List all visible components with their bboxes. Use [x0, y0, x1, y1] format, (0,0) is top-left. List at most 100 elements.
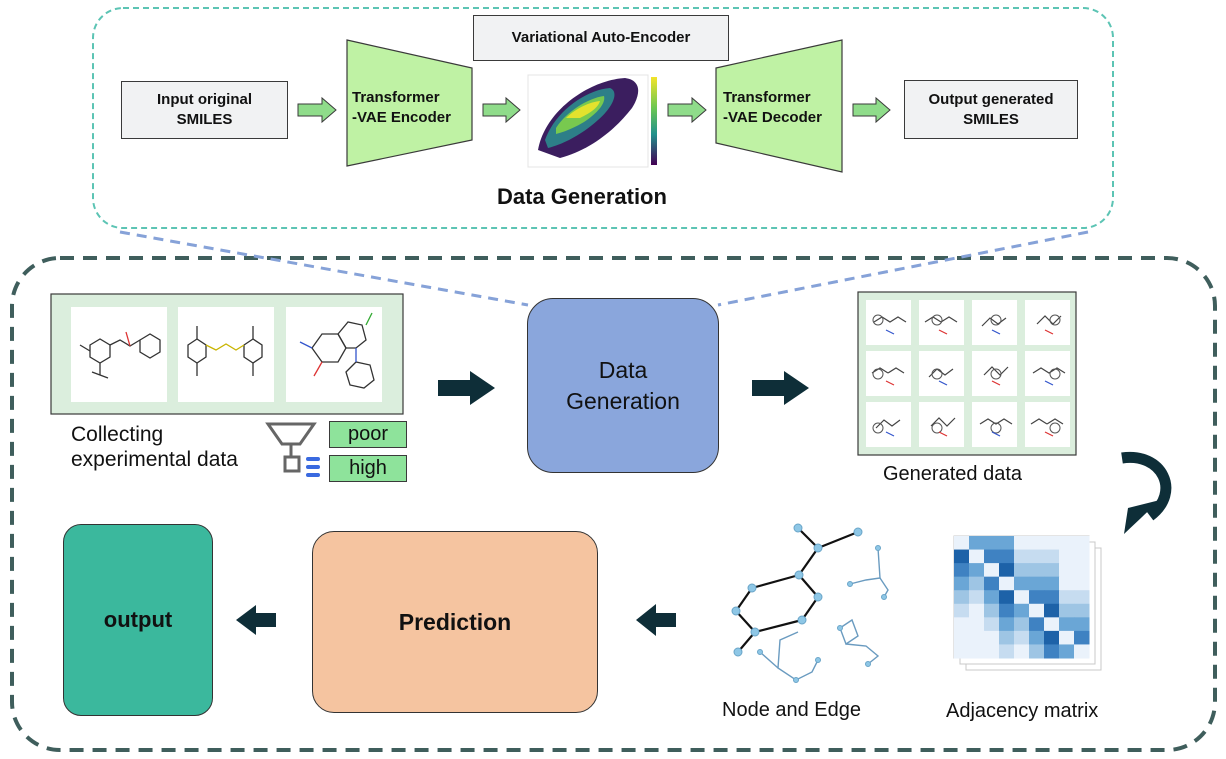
heatmap-cell	[1044, 603, 1060, 618]
data-generation-box: Data Generation	[527, 298, 719, 473]
heatmap-cell	[999, 563, 1015, 578]
top-panel-border	[92, 7, 1114, 229]
heatmap-cell	[969, 644, 985, 659]
generated-molecule-cell	[1025, 402, 1070, 447]
heatmap-cell	[969, 630, 985, 645]
dark-arrow-to-generated	[752, 371, 809, 405]
encoder-trapezoid	[346, 39, 473, 167]
prediction-box: Prediction	[312, 531, 598, 713]
dark-arrow-to-output	[236, 605, 276, 635]
heatmap-cell	[1014, 617, 1030, 632]
heatmap-cell	[1014, 603, 1030, 618]
heatmap-cell	[1059, 536, 1075, 551]
mini-molecule-icon	[1036, 314, 1062, 335]
heatmap-cell	[1014, 644, 1030, 659]
generated-molecule-cell	[866, 351, 911, 396]
heatmap-cell	[1074, 563, 1090, 578]
heatmap-cell	[1074, 617, 1090, 632]
heatmap-cell	[984, 549, 1000, 564]
heatmap-cell	[1014, 576, 1030, 591]
generated-molecule-cell	[1025, 300, 1070, 345]
heatmap-cell	[1029, 536, 1045, 551]
heatmap-cell	[1014, 590, 1030, 605]
heatmap-cell	[954, 630, 970, 645]
output-smiles-box: Output generated SMILES	[904, 80, 1078, 139]
generated-molecule-cell	[919, 402, 964, 447]
generated-molecule-cell	[919, 300, 964, 345]
adjacency-matrix-label: Adjacency matrix	[946, 700, 1099, 722]
heatmap-cell	[969, 549, 985, 564]
heatmap-cell	[1014, 630, 1030, 645]
molecule-3	[299, 312, 375, 389]
generated-molecule-cell	[866, 402, 911, 447]
heatmap-cell	[969, 590, 985, 605]
heatmap-cell	[969, 536, 985, 551]
heatmap-cell	[1074, 536, 1090, 551]
heatmap-cell	[1044, 549, 1060, 564]
generation-line2: Generation	[566, 387, 680, 414]
input-box-line1: Input original	[157, 91, 252, 108]
heatmap-cell	[1029, 617, 1045, 632]
mini-molecule-icon	[872, 314, 907, 335]
node-edge-label: Node and Edge	[722, 699, 862, 721]
mini-molecule-icon	[983, 366, 1009, 386]
dark-arrow-to-prediction	[636, 604, 676, 636]
mini-molecule-icon	[1030, 418, 1064, 437]
heatmap-cell	[1044, 617, 1060, 632]
encoder-line1: Transformer	[352, 89, 440, 106]
heatmap-cell	[1059, 630, 1075, 645]
generated-molecule-cell	[972, 351, 1017, 396]
output-box: output	[63, 524, 213, 716]
generated-molecule-cell	[972, 300, 1017, 345]
heatmap-cell	[1059, 644, 1075, 659]
encoder-line2: -VAE Encoder	[352, 109, 451, 126]
heatmap-cell	[1044, 590, 1060, 605]
dark-arrow-to-generation	[438, 371, 495, 405]
heatmap-cell	[984, 603, 1000, 618]
graph-nodes	[731, 523, 887, 683]
molecule-1	[79, 331, 161, 379]
generated-molecule-cell	[919, 351, 964, 396]
heatmap-cell	[954, 617, 970, 632]
output-box-line2: SMILES	[963, 110, 1019, 128]
heatmap-cell	[969, 576, 985, 591]
small-graphs	[759, 547, 889, 681]
collect-line1: Collecting	[71, 423, 164, 446]
heatmap-cell	[984, 617, 1000, 632]
green-arrow-1	[297, 96, 337, 124]
heatmap-cell	[1029, 590, 1045, 605]
decoder-label: Transformer -VAE Decoder	[723, 88, 848, 128]
heatmap-cell	[1044, 563, 1060, 578]
generated-data-label: Generated data	[883, 463, 1022, 485]
top-panel-title: Data Generation	[497, 184, 667, 209]
heatmap-cell	[984, 536, 1000, 551]
heatmap-cell	[1059, 603, 1075, 618]
generated-molecule-cell	[1025, 351, 1070, 396]
bottom-panel-border	[10, 256, 1217, 752]
heatmap-cell	[954, 590, 970, 605]
heatmap-cell	[1044, 536, 1060, 551]
heatmap-cell	[1074, 590, 1090, 605]
decoder-line1: Transformer	[723, 89, 811, 106]
heatmap-cell	[1074, 549, 1090, 564]
heatmap-cell	[984, 590, 1000, 605]
vae-label-box: Variational Auto-Encoder	[473, 15, 729, 61]
heatmap-cell	[999, 644, 1015, 659]
list-icon	[306, 457, 320, 477]
heatmap-cell	[954, 549, 970, 564]
heatmap-cell	[999, 617, 1015, 632]
heatmap-cell	[984, 563, 1000, 578]
heatmap-cell	[999, 590, 1015, 605]
generation-line1: Data	[598, 356, 648, 383]
green-arrow-2	[482, 96, 521, 124]
input-box-line2: SMILES	[176, 111, 233, 128]
tag-high: high	[329, 455, 407, 482]
decoder-trapezoid	[715, 39, 843, 173]
heatmap-cell	[1029, 549, 1045, 564]
heatmap-cell	[999, 603, 1015, 618]
mini-molecule-icon	[979, 418, 1013, 437]
generated-molecule-cell	[866, 300, 911, 345]
green-arrow-3	[667, 96, 707, 124]
heatmap-cell	[1074, 576, 1090, 591]
